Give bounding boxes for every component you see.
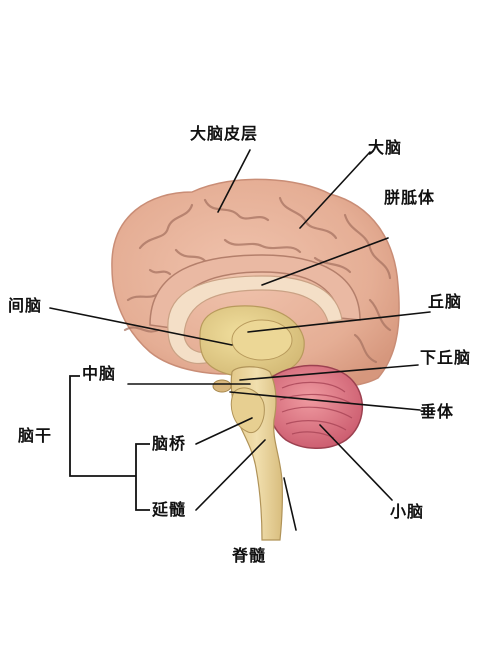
label-hypothalamus: 下丘脑 — [420, 348, 472, 367]
brainstem-bracket — [69, 375, 150, 511]
label-pituitary: 垂体 — [420, 402, 455, 421]
label-medulla: 延髓 — [152, 500, 187, 519]
leader-pons — [195, 417, 253, 445]
leader-diencephalon — [49, 307, 233, 346]
label-cerebral-cortex: 大脑皮层 — [190, 124, 259, 143]
label-cerebrum: 大脑 — [368, 138, 403, 157]
label-spinal-cord: 脊髓 — [232, 546, 267, 565]
leader-spinal-cord — [283, 477, 297, 531]
leader-thalamus — [247, 311, 431, 333]
label-corpus-callosum: 胼胝体 — [384, 188, 436, 207]
pituitary-shape — [212, 379, 232, 393]
label-midbrain: 中脑 — [82, 364, 117, 383]
pons-shape — [230, 387, 265, 434]
leader-hypothalamus — [239, 364, 419, 381]
label-brainstem: 脑干 — [18, 426, 53, 445]
leader-medulla — [195, 439, 266, 511]
label-pons: 脑桥 — [152, 434, 187, 453]
leader-pituitary — [229, 391, 421, 411]
leader-cerebral-cortex — [217, 149, 251, 213]
thalamus-shape — [231, 319, 293, 361]
label-thalamus: 丘脑 — [428, 292, 463, 311]
leader-cerebellum — [319, 424, 393, 501]
label-diencephalon: 间脑 — [8, 296, 43, 315]
leader-cerebrum — [299, 151, 371, 229]
leader-corpus-callosum — [261, 237, 389, 286]
leader-lines — [49, 149, 431, 531]
label-cerebellum: 小脑 — [390, 502, 425, 521]
